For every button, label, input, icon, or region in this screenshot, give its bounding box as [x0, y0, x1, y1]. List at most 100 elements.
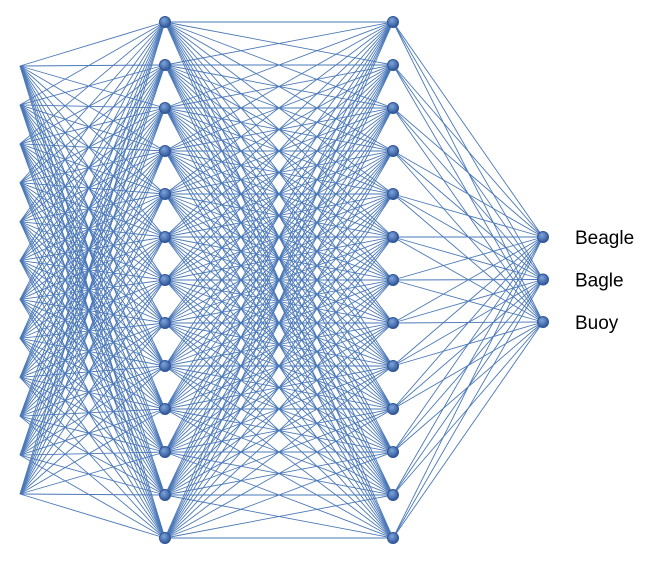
connection-hidden-1-8-to-hidden-2-0	[164, 21, 394, 367]
connection-input-4-to-hidden-1-4	[19, 193, 166, 223]
connection-input-9-to-hidden-1-4	[19, 193, 166, 417]
connection-input-2-to-hidden-1-2	[19, 107, 166, 145]
connection-input-10-to-hidden-1-1	[19, 64, 166, 456]
connection-hidden-1-12-to-hidden-2-4	[164, 193, 394, 539]
connection-input-7-to-hidden-1-4	[19, 193, 166, 339]
connection-input-3-to-hidden-1-6	[19, 182, 166, 281]
node-hidden-1-1	[159, 59, 171, 71]
connection-input-2-to-hidden-1-6	[19, 143, 166, 281]
connection-input-7-to-hidden-1-5	[19, 236, 166, 339]
connection-input-4-to-hidden-1-2	[19, 107, 166, 222]
connection-input-2-to-hidden-1-3	[19, 143, 166, 152]
connection-input-11-to-hidden-1-12	[19, 493, 166, 539]
node-hidden-2-9	[387, 403, 399, 415]
connection-input-5-to-hidden-1-0	[19, 21, 166, 261]
connection-input-10-to-hidden-1-5	[19, 236, 166, 456]
connection-input-2-to-hidden-1-8	[19, 143, 166, 367]
connection-input-11-to-hidden-1-10	[19, 451, 166, 495]
connection-input-8-to-hidden-1-6	[19, 279, 166, 378]
node-hidden-1-10	[159, 446, 171, 458]
connection-input-5-to-hidden-1-5	[19, 236, 166, 261]
connection-input-6-to-hidden-1-7	[19, 299, 166, 324]
connection-input-8-to-hidden-1-3	[19, 150, 166, 378]
connection-input-10-to-hidden-1-0	[19, 21, 166, 456]
connection-input-11-to-hidden-1-0	[19, 21, 166, 495]
connection-input-5-to-hidden-1-4	[19, 193, 166, 261]
connection-hidden-2-1-to-output-0	[392, 64, 544, 238]
connection-input-10-to-hidden-1-8	[19, 365, 166, 456]
connection-input-11-to-hidden-1-2	[19, 107, 166, 495]
connection-input-7-to-hidden-1-1	[19, 64, 166, 339]
connection-input-9-to-hidden-1-0	[19, 21, 166, 417]
connection-hidden-2-0-to-output-0	[392, 21, 544, 238]
connection-input-3-to-hidden-1-7	[19, 182, 166, 324]
node-hidden-2-0	[387, 16, 399, 28]
connection-hidden-2-7-to-output-0	[392, 236, 544, 324]
connection-hidden-2-9-to-output-0	[392, 236, 544, 410]
node-hidden-1-5	[159, 231, 171, 243]
connection-input-7-to-hidden-1-0	[19, 21, 166, 339]
node-hidden-2-1	[387, 59, 399, 71]
connection-hidden-1-2-to-hidden-2-0	[164, 21, 394, 109]
connection-input-8-to-hidden-1-1	[19, 64, 166, 378]
connection-input-10-to-hidden-1-12	[19, 454, 166, 539]
connection-input-7-to-hidden-1-6	[19, 279, 166, 339]
connection-hidden-1-4-to-hidden-2-0	[164, 21, 394, 195]
connection-input-11-to-hidden-1-3	[19, 150, 166, 495]
connection-input-8-to-hidden-1-0	[19, 21, 166, 378]
node-output-1	[537, 273, 549, 286]
connection-input-10-to-hidden-1-7	[19, 322, 166, 456]
connection-input-5-to-hidden-1-8	[19, 260, 166, 367]
node-hidden-1-12	[159, 532, 171, 544]
node-hidden-1-3	[159, 145, 171, 157]
node-output-0	[537, 231, 549, 243]
connection-input-7-to-hidden-1-3	[19, 150, 166, 339]
connection-hidden-1-12-to-hidden-2-7	[164, 322, 394, 539]
connection-input-6-to-hidden-1-3	[19, 150, 166, 300]
connection-input-4-to-hidden-1-3	[19, 150, 166, 223]
connection-input-10-to-hidden-1-11	[19, 454, 166, 496]
connection-hidden-1-12-to-hidden-2-9	[164, 408, 394, 539]
connection-input-2-to-hidden-1-7	[19, 143, 166, 324]
connection-input-10-to-hidden-1-6	[19, 279, 166, 456]
connection-input-10-to-hidden-1-4	[19, 193, 166, 456]
connection-input-6-to-hidden-1-2	[19, 107, 166, 300]
connection-input-6-to-hidden-1-0	[19, 21, 166, 300]
output-label-beagle: Beagle	[575, 228, 634, 249]
connection-input-10-to-hidden-1-9	[19, 408, 166, 456]
connection-input-9-to-hidden-1-2	[19, 107, 166, 417]
node-hidden-2-3	[387, 145, 399, 157]
connection-input-3-to-hidden-1-4	[19, 182, 166, 195]
connection-input-5-to-hidden-1-6	[19, 260, 166, 281]
connection-input-7-to-hidden-1-7	[19, 322, 166, 339]
connection-hidden-1-10-to-hidden-2-0	[164, 21, 394, 453]
connection-input-7-to-hidden-1-8	[19, 337, 166, 367]
connection-input-9-to-hidden-1-5	[19, 236, 166, 417]
node-hidden-1-2	[159, 102, 171, 114]
connection-hidden-1-11-to-hidden-2-0	[164, 21, 394, 496]
node-hidden-1-6	[159, 274, 171, 286]
connection-input-4-to-hidden-1-8	[19, 221, 166, 367]
connection-input-5-to-hidden-1-3	[19, 150, 166, 261]
connection-hidden-1-12-to-hidden-2-11	[164, 494, 394, 539]
connection-hidden-1-1-to-hidden-2-0	[164, 21, 394, 66]
connection-input-1-to-hidden-1-8	[19, 104, 166, 367]
connection-input-9-to-hidden-1-6	[19, 279, 166, 417]
connection-input-0-to-hidden-1-0	[19, 21, 166, 67]
connection-hidden-2-3-to-output-0	[392, 150, 544, 238]
neurons	[159, 16, 549, 544]
connection-hidden-1-9-to-hidden-2-0	[164, 21, 394, 410]
connection-hidden-2-2-to-output-0	[392, 107, 544, 238]
connection-input-9-to-hidden-1-8	[19, 365, 166, 417]
connection-input-3-to-hidden-1-8	[19, 182, 166, 367]
connection-input-11-to-hidden-1-5	[19, 236, 166, 495]
connection-hidden-1-12-to-hidden-2-1	[164, 64, 394, 539]
node-hidden-2-4	[387, 188, 399, 200]
connection-input-6-to-hidden-1-1	[19, 64, 166, 300]
connection-input-1-to-hidden-1-0	[19, 21, 166, 106]
node-output-2	[537, 316, 549, 328]
connection-hidden-1-12-to-hidden-2-3	[164, 150, 394, 539]
node-hidden-2-2	[387, 102, 399, 114]
connection-input-10-to-hidden-1-10	[19, 451, 166, 456]
